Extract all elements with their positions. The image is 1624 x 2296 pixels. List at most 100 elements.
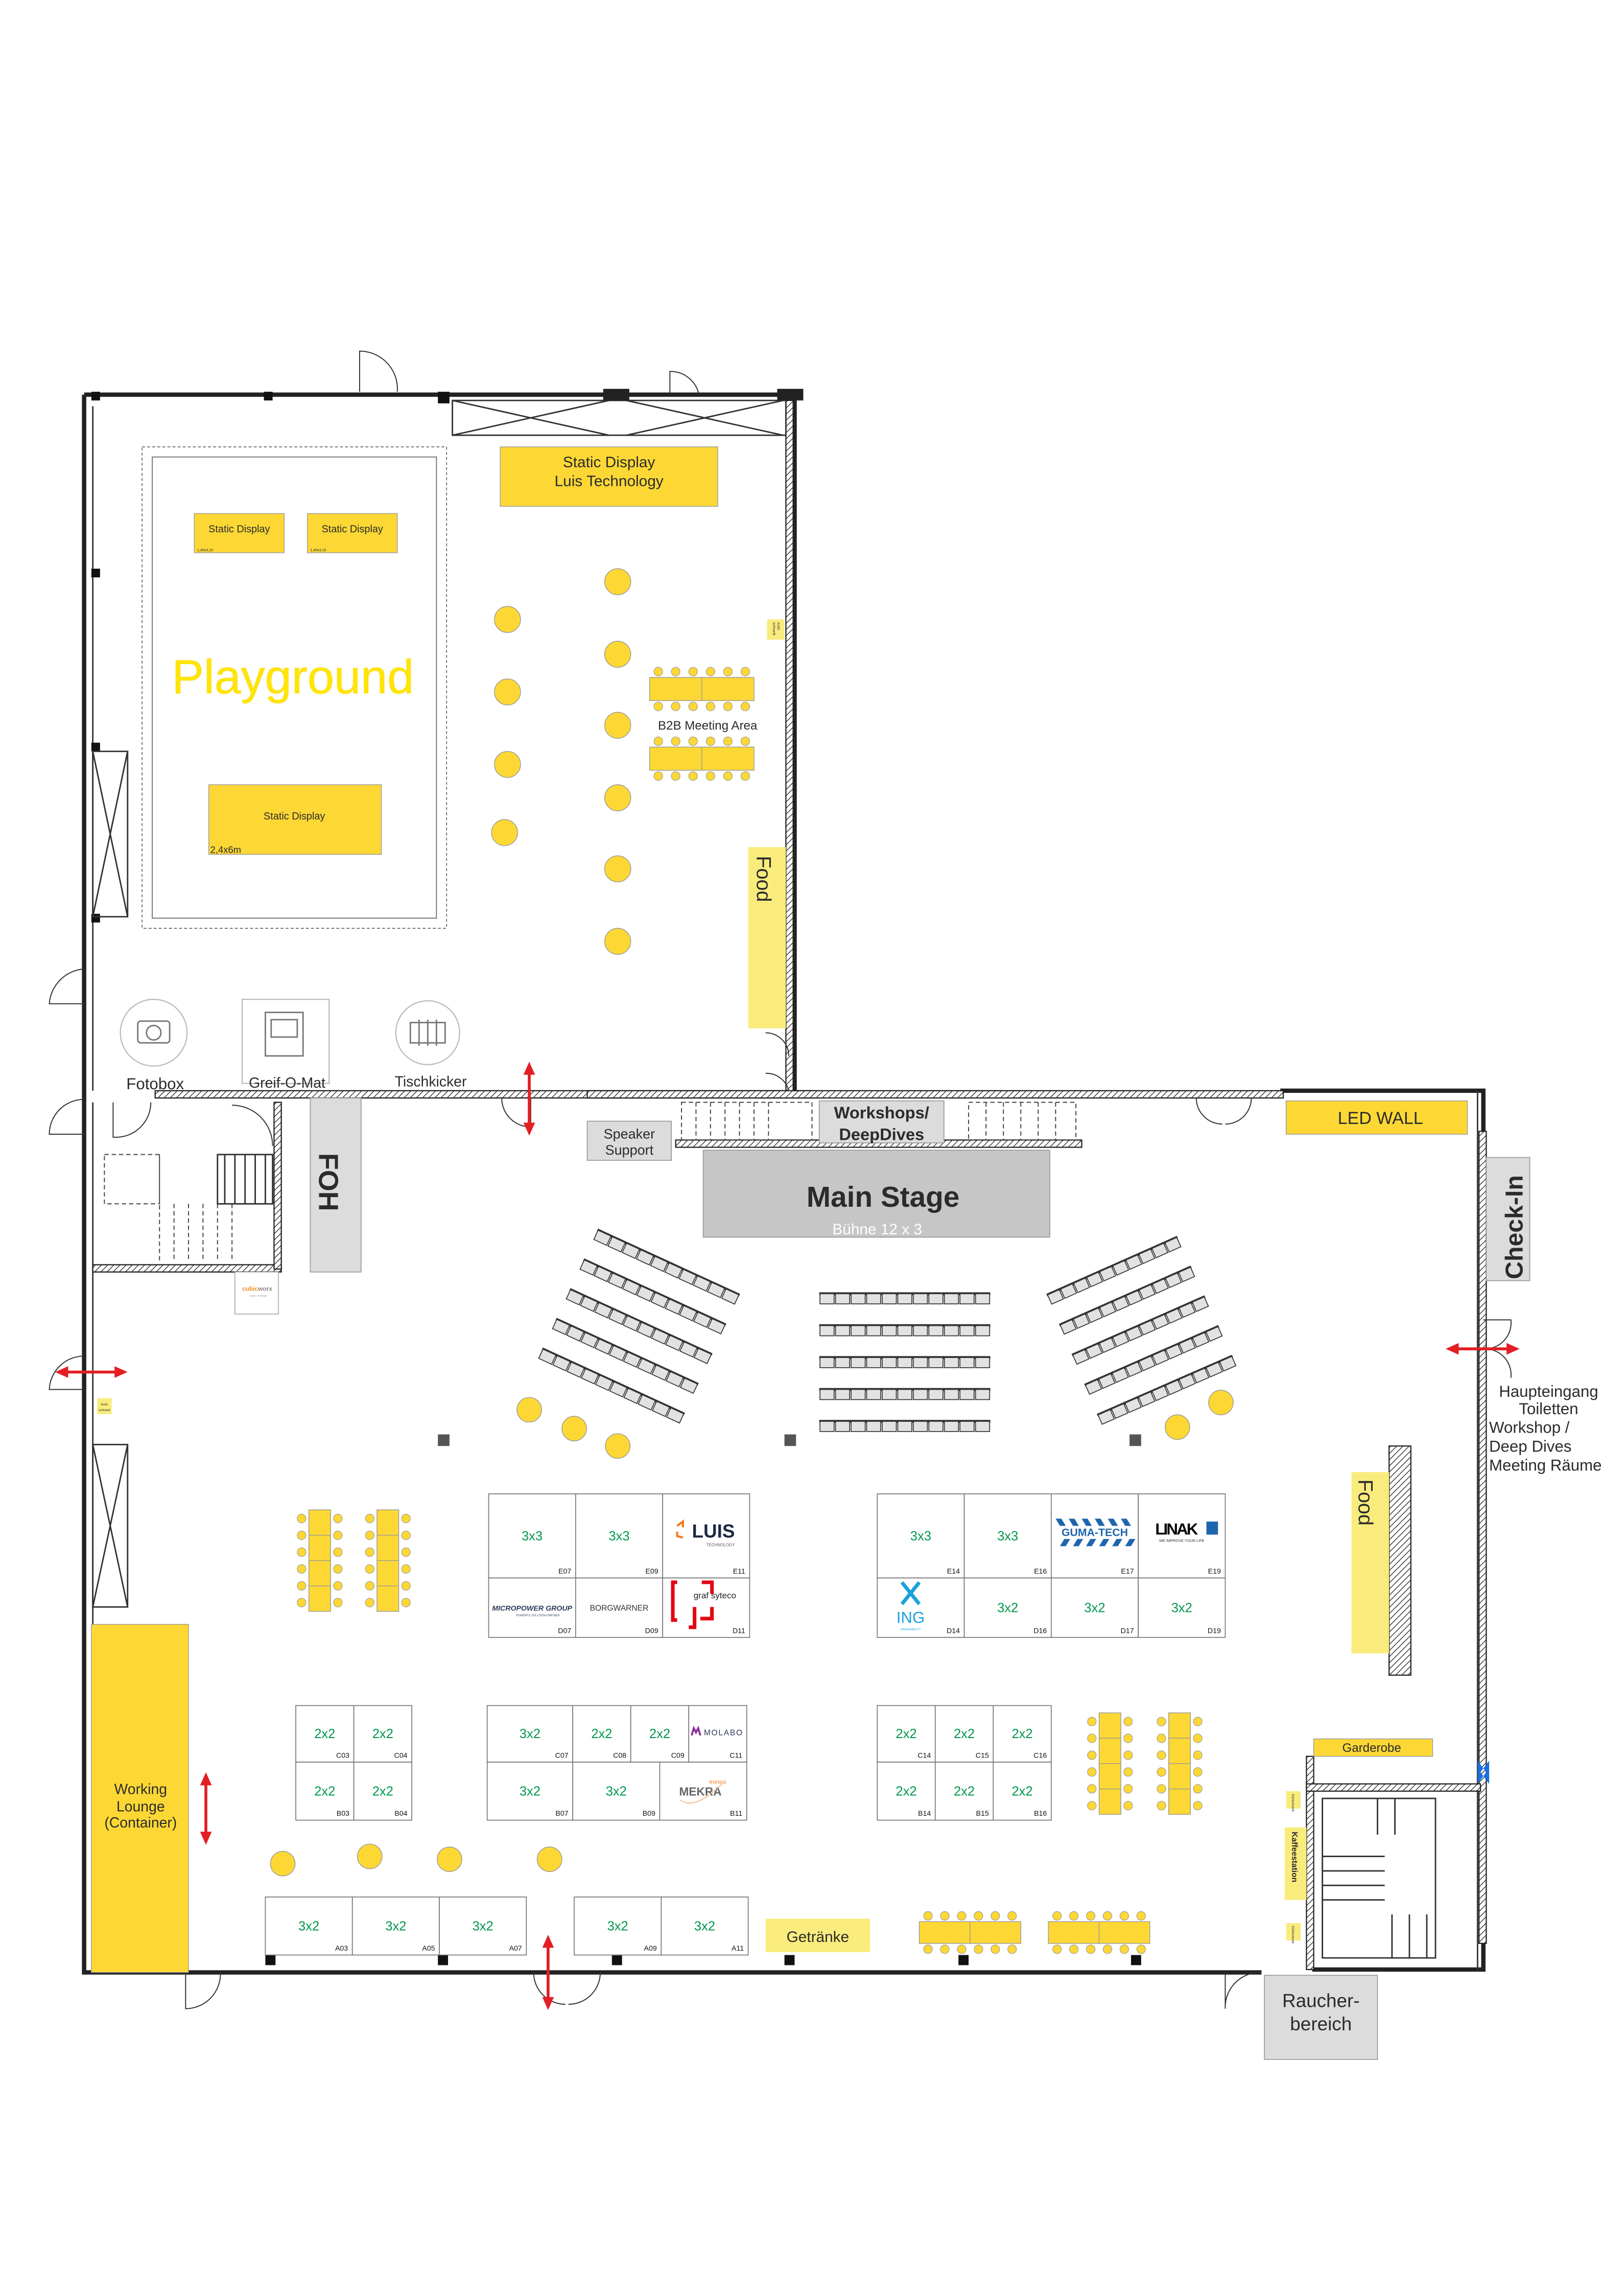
chair bbox=[365, 1547, 374, 1557]
round-table bbox=[491, 819, 519, 846]
kaffeestation-label: Kaffeestation bbox=[1290, 1832, 1299, 1882]
seat bbox=[897, 1293, 912, 1304]
seat bbox=[866, 1389, 881, 1400]
round-table bbox=[494, 606, 521, 633]
round-table bbox=[1164, 1414, 1190, 1440]
seat bbox=[1072, 1313, 1090, 1329]
seat bbox=[580, 1331, 599, 1348]
booth-logo: MEKRA bbox=[679, 1785, 721, 1798]
chair bbox=[297, 1514, 307, 1524]
chair bbox=[297, 1581, 307, 1590]
booth-outline bbox=[993, 1705, 1052, 1763]
seat bbox=[608, 1308, 627, 1325]
greif-o-mat-label: Greif-O-Mat bbox=[249, 1075, 325, 1091]
chair bbox=[1087, 1750, 1097, 1760]
static-display-size: 1,40x3,10 bbox=[197, 548, 213, 552]
booth-size: 3x2 bbox=[997, 1601, 1018, 1615]
booth-id: E19 bbox=[1208, 1567, 1221, 1576]
chair bbox=[740, 771, 750, 781]
seat bbox=[665, 1334, 684, 1351]
fridge-label-line1: Kühl bbox=[101, 1403, 108, 1407]
seat-row bbox=[579, 1258, 726, 1334]
seat bbox=[538, 1348, 557, 1365]
seat bbox=[1125, 1325, 1143, 1342]
seat bbox=[636, 1285, 655, 1302]
booth-id: D09 bbox=[645, 1627, 658, 1635]
booth-size: 2x2 bbox=[591, 1727, 612, 1741]
booth-outline bbox=[572, 1762, 661, 1821]
booth-size: 3x2 bbox=[520, 1727, 540, 1741]
booth-outline bbox=[993, 1762, 1052, 1821]
raucherbereich-line: bereich bbox=[1290, 2013, 1352, 2034]
static-display-luis-line1: Static Display bbox=[563, 454, 655, 471]
seat bbox=[1138, 1248, 1156, 1264]
booth-id: B16 bbox=[1034, 1810, 1047, 1818]
booth-outline bbox=[688, 1705, 747, 1763]
booth-size: 2x2 bbox=[1011, 1784, 1032, 1798]
chair bbox=[1119, 1944, 1129, 1954]
seat bbox=[1165, 1379, 1183, 1395]
booth-size: 3x2 bbox=[520, 1784, 540, 1798]
chair bbox=[1157, 1750, 1166, 1760]
staircase-right bbox=[681, 1102, 1437, 1959]
seat bbox=[959, 1389, 975, 1400]
check-in[interactable]: Check-In bbox=[1486, 1157, 1531, 1281]
booth-logo: TECHNOLOGY bbox=[707, 1542, 735, 1547]
booth-id: B04 bbox=[394, 1810, 407, 1818]
chair bbox=[1157, 1717, 1166, 1726]
booth-id: B15 bbox=[976, 1810, 989, 1818]
booth-size: 2x2 bbox=[372, 1727, 393, 1741]
seat bbox=[882, 1389, 897, 1400]
seat bbox=[1097, 1409, 1115, 1425]
chair bbox=[705, 667, 715, 676]
seat bbox=[622, 1315, 641, 1332]
booth-id: C04 bbox=[394, 1752, 408, 1760]
cubicworx-logo-worx: worx bbox=[257, 1285, 272, 1293]
seat bbox=[1060, 1319, 1077, 1335]
booth-id: C03 bbox=[336, 1752, 349, 1760]
chair bbox=[1119, 1911, 1129, 1921]
seat-row bbox=[819, 1292, 991, 1304]
booth-size: 3x2 bbox=[607, 1919, 628, 1933]
seat-row bbox=[819, 1324, 991, 1337]
svg-text:cubicworx: cubicworx bbox=[242, 1285, 272, 1293]
booth-id: D14 bbox=[947, 1627, 960, 1635]
booth-id: D17 bbox=[1121, 1627, 1134, 1635]
